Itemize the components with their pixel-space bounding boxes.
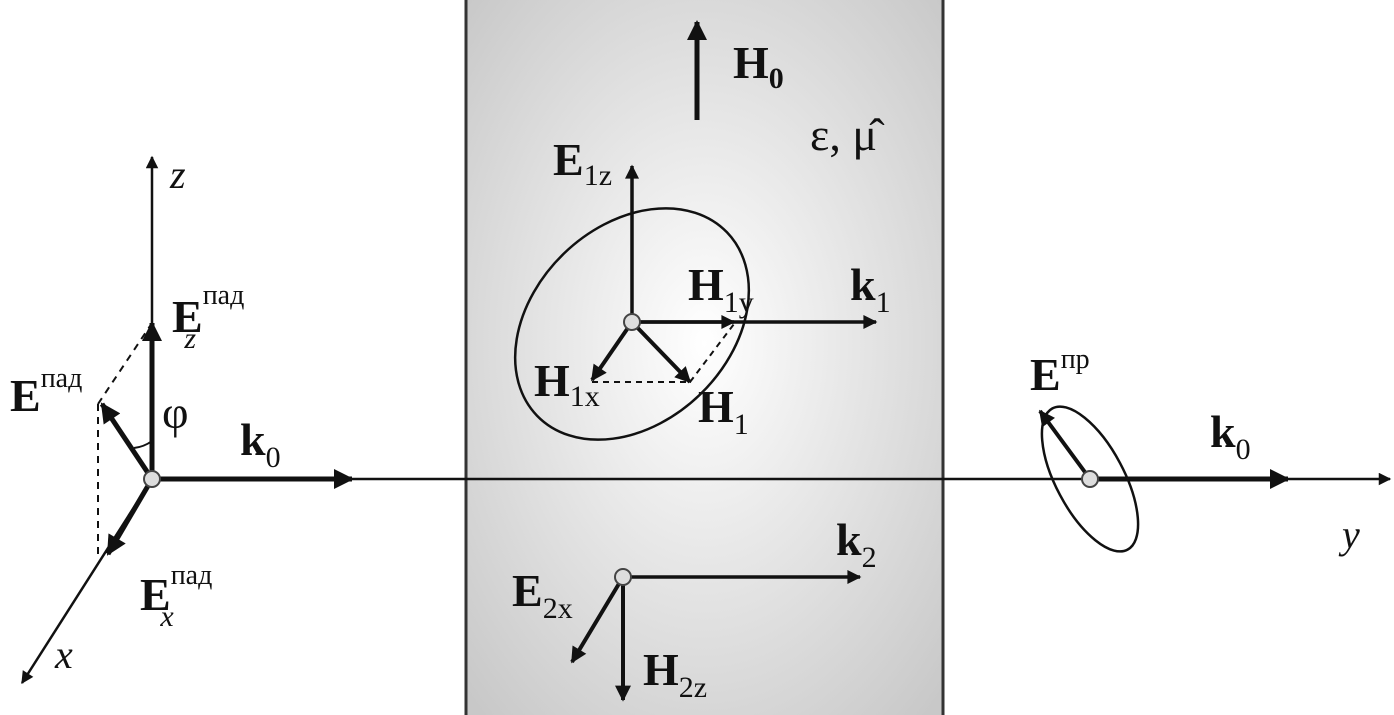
wave1-h1x-arrow: [590, 320, 634, 382]
incident-ex-arrow: [105, 477, 155, 556]
wave1-h1-label: H1: [698, 381, 749, 441]
x-axis-label: x: [54, 632, 73, 677]
origin-point: [143, 470, 161, 488]
wave1-h1y-label: H1y: [688, 259, 754, 319]
angle-phi-arc: [133, 440, 153, 449]
wave1-polarization-ellipse: [513, 207, 751, 441]
dashed-guide: [689, 323, 735, 383]
y-axis-label: y: [1338, 512, 1360, 557]
angle-phi-label: φ: [162, 387, 189, 438]
transmitted-e-label: Eпр: [1030, 344, 1090, 400]
wave1-e1z-label: E1z: [553, 134, 612, 192]
wave2-k2-label: k2: [836, 514, 877, 574]
h0-label: H0: [733, 37, 784, 95]
material-slab: [466, 0, 943, 715]
material-label: ε, μ̂: [810, 109, 885, 160]
wave1-point: [623, 313, 641, 331]
dashed-guide: [97, 322, 153, 405]
wave1-h1-arrow: [630, 320, 692, 384]
wave2-e2x-label: E2x: [512, 565, 573, 625]
wave2-h2z-label: H2z: [643, 644, 707, 704]
transmitted-point: [1081, 470, 1099, 488]
incident-e-arrow: [99, 402, 155, 481]
incident-e-label: Eпад: [10, 363, 82, 421]
wave1-h1x-label: H1x: [534, 355, 600, 413]
transmitted-polarization-ellipse: [1040, 405, 1140, 553]
z-axis-label: z: [169, 152, 186, 197]
wave2-e2x-arrow: [570, 575, 625, 664]
transmitted-k0-label: k0: [1210, 406, 1251, 466]
wave2-point: [614, 568, 632, 586]
incident-k0-label: k0: [240, 414, 281, 474]
transmitted-e-arrow: [1038, 409, 1092, 481]
wave1-k1-label: k1: [850, 259, 891, 319]
